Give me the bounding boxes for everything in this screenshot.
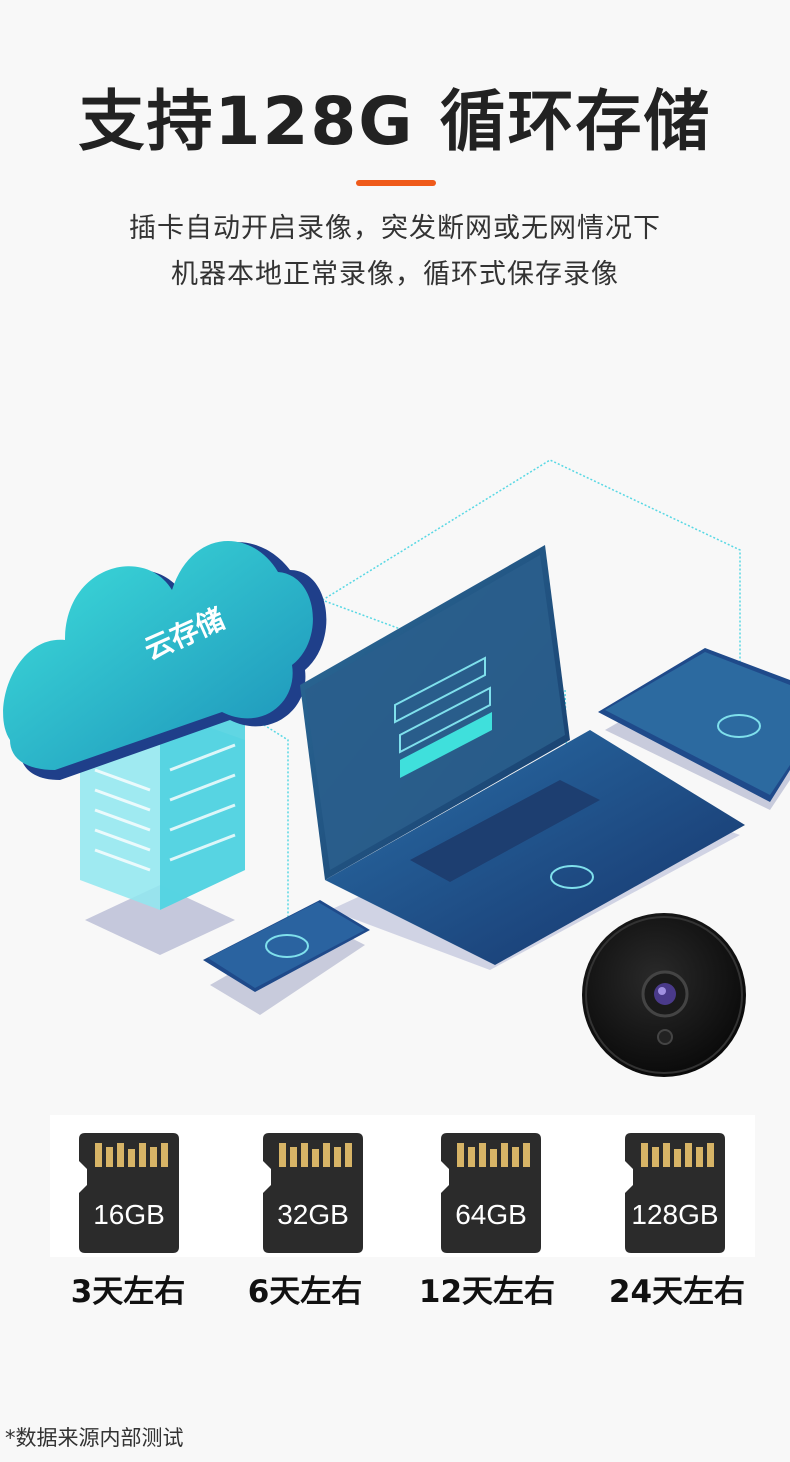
recording-duration-64gb: 12天左右 bbox=[418, 1274, 556, 1310]
card-capacity-label: 128GB bbox=[631, 1199, 719, 1230]
phone-icon bbox=[203, 900, 370, 1015]
sd-card-128gb: 128GB bbox=[625, 1133, 725, 1253]
sd-card-icon bbox=[79, 1133, 179, 1253]
sd-card-icon bbox=[625, 1133, 725, 1253]
title-accent-bar bbox=[356, 180, 436, 186]
footnote: *数据来源内部测试 bbox=[5, 1426, 184, 1450]
tablet-icon bbox=[598, 648, 790, 810]
sd-card-icon bbox=[441, 1133, 541, 1253]
subtitle-line-2: 机器本地正常录像，循环式保存录像 bbox=[171, 259, 619, 290]
server-rack-icon bbox=[80, 672, 245, 955]
cloud-storage-illustration: 云存储 bbox=[3, 459, 790, 1077]
login-form-graphic bbox=[394, 656, 492, 778]
card-capacity-label: 32GB bbox=[277, 1199, 349, 1230]
card-capacity-label: 16GB bbox=[93, 1199, 165, 1230]
laptop-icon bbox=[300, 545, 745, 970]
subtitle-line-1: 插卡自动开启录像，突发断网或无网情况下 bbox=[129, 213, 661, 244]
sd-card-64gb: 64GB bbox=[441, 1133, 541, 1253]
sd-card-32gb: 32GB bbox=[263, 1133, 363, 1253]
recording-duration-16gb: 3天左右 bbox=[70, 1274, 186, 1310]
camera-icon bbox=[582, 913, 746, 1077]
cloud-storage-icon: 云存储 bbox=[3, 540, 327, 780]
page-title: 支持128G 循环存储 bbox=[78, 83, 712, 160]
recording-duration-32gb: 6天左右 bbox=[247, 1274, 363, 1310]
sd-card-icon bbox=[263, 1133, 363, 1253]
card-capacity-label: 64GB bbox=[455, 1199, 527, 1230]
sd-card-16gb: 16GB bbox=[79, 1133, 179, 1253]
recording-duration-128gb: 24天左右 bbox=[608, 1274, 746, 1310]
